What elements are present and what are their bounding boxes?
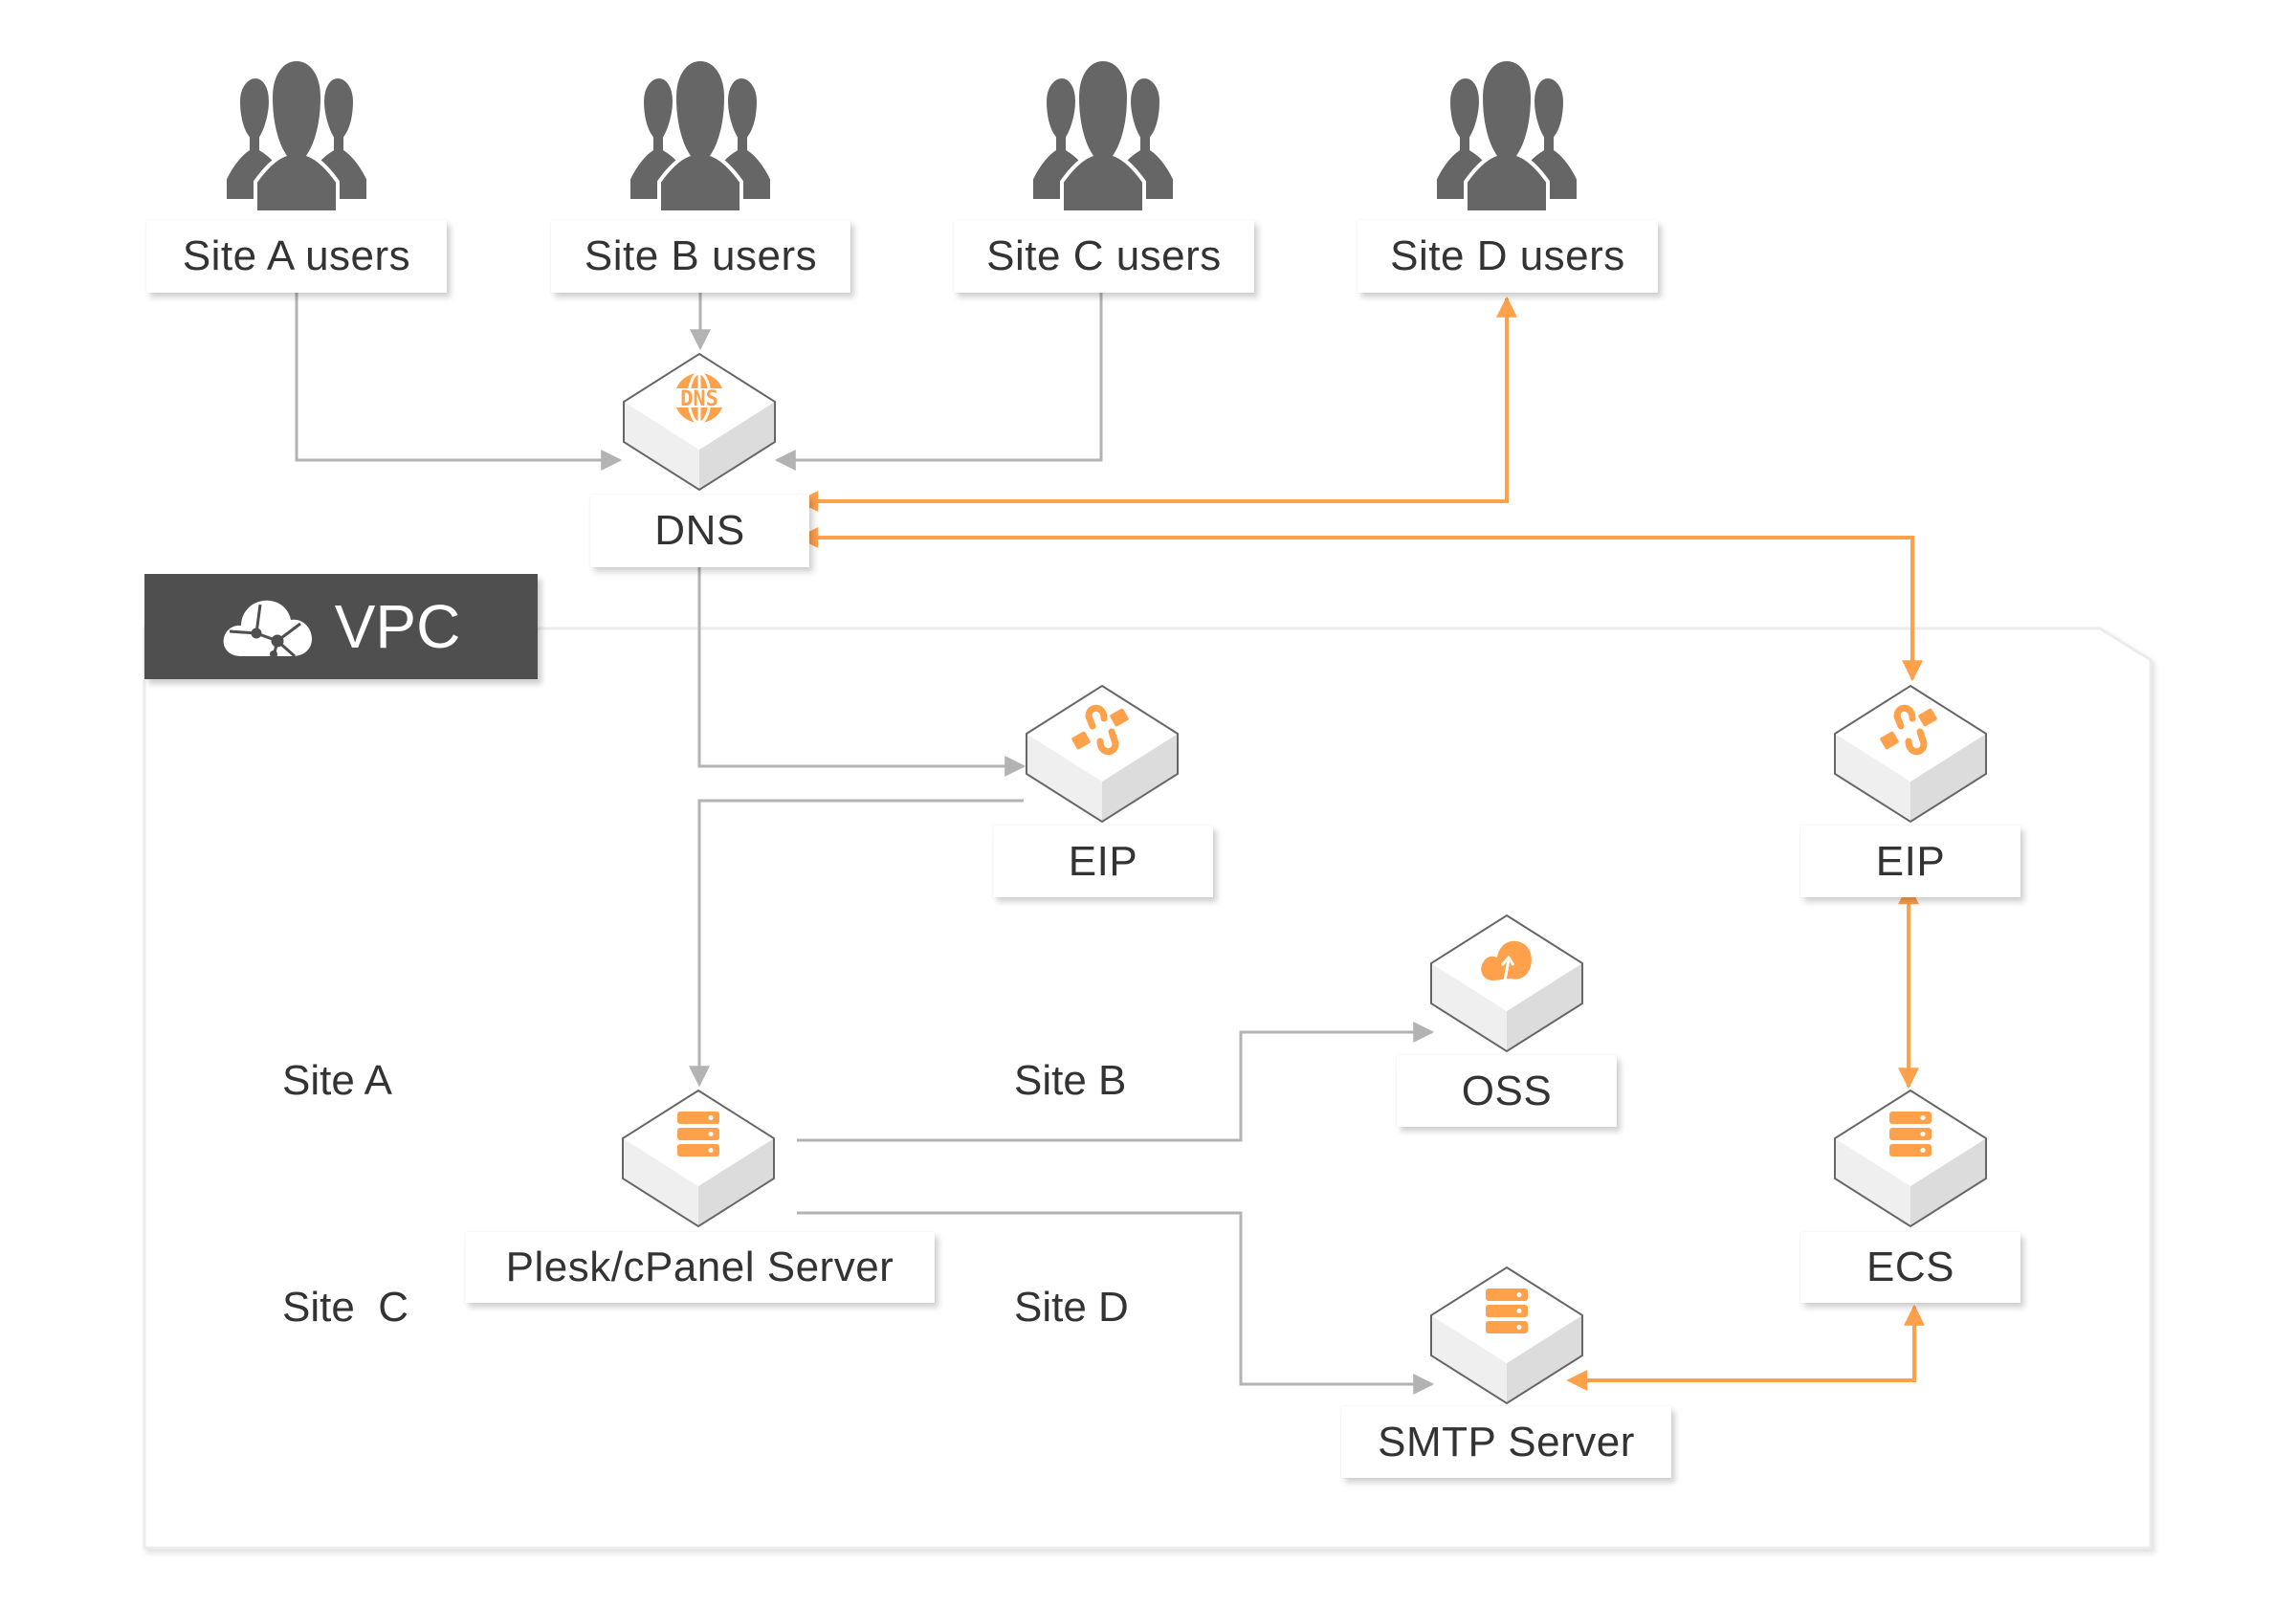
connector-plesk-to-oss <box>797 1022 1435 1142</box>
user-group-icon <box>627 56 774 214</box>
site-a-users-label: Site A users <box>146 220 447 293</box>
connector-dns-to-eip-right <box>797 527 1923 682</box>
site-c-users-label: Site C users <box>954 220 1254 293</box>
vpc-header: VPC <box>144 574 538 679</box>
site-a-users-text: Site A users <box>182 232 411 279</box>
plesk-cube <box>622 1089 775 1228</box>
connector-dns-to-site-d <box>797 296 1517 512</box>
dns-text: DNS <box>654 507 745 554</box>
site-b-users-label: Site B users <box>551 220 850 293</box>
site-c-users-text: Site C users <box>986 232 1222 279</box>
user-group-icon <box>223 56 370 214</box>
smtp-text: SMTP Server <box>1378 1418 1635 1465</box>
plesk-text: Plesk/cPanel Server <box>505 1244 894 1290</box>
site-a-text: Site A <box>282 1057 392 1104</box>
server-icon <box>1889 1112 1932 1156</box>
connector-eip-to-plesk <box>689 799 1024 1088</box>
site-d-users-text: Site D users <box>1390 232 1625 279</box>
eip-cable-icon <box>1071 704 1129 756</box>
ecs-text: ECS <box>1866 1244 1954 1290</box>
site-d-text: Site D <box>1014 1284 1129 1331</box>
eip-left-text: EIP <box>1068 837 1138 885</box>
ecs-label: ECS <box>1800 1232 2020 1303</box>
dns-globe-icon: DNS <box>671 371 728 425</box>
ecs-cube <box>1834 1089 1987 1228</box>
eip-right-label: EIP <box>1800 826 2020 897</box>
oss-text: OSS <box>1461 1067 1553 1114</box>
svg-text:DNS: DNS <box>680 387 718 411</box>
connector-plesk-to-smtp <box>797 1211 1435 1395</box>
smtp-cube <box>1430 1266 1583 1405</box>
user-group-icon <box>1029 56 1177 214</box>
user-group-icon <box>1433 56 1580 214</box>
connector-dns-to-eip <box>697 567 1027 777</box>
site-b-text: Site B <box>1014 1057 1127 1104</box>
eip-left-label: EIP <box>993 826 1213 897</box>
connector-smtp-to-ecs <box>1566 1304 1925 1391</box>
server-icon <box>1486 1289 1528 1333</box>
connector-site-c-to-dns <box>774 293 1103 471</box>
site-b-users-text: Site B users <box>584 232 818 279</box>
eip-left-cube <box>1026 684 1179 824</box>
oss-cube <box>1430 914 1583 1053</box>
dns-cube: DNS <box>623 352 776 492</box>
eip-cable-icon <box>1880 704 1937 756</box>
server-icon <box>677 1112 719 1156</box>
vpc-cloud-icon <box>222 595 314 658</box>
oss-cloud-upload-icon <box>1481 940 1532 981</box>
vpc-title: VPC <box>334 592 461 661</box>
site-d-users-label: Site D users <box>1358 220 1658 293</box>
oss-label: OSS <box>1397 1055 1617 1127</box>
connector-site-a-to-dns <box>295 293 623 471</box>
smtp-label: SMTP Server <box>1341 1406 1671 1478</box>
eip-right-text: EIP <box>1875 837 1946 885</box>
site-c-text: Site C <box>282 1284 409 1331</box>
dns-label: DNS <box>590 495 809 567</box>
plesk-label: Plesk/cPanel Server <box>465 1232 935 1303</box>
eip-right-cube <box>1834 684 1987 824</box>
